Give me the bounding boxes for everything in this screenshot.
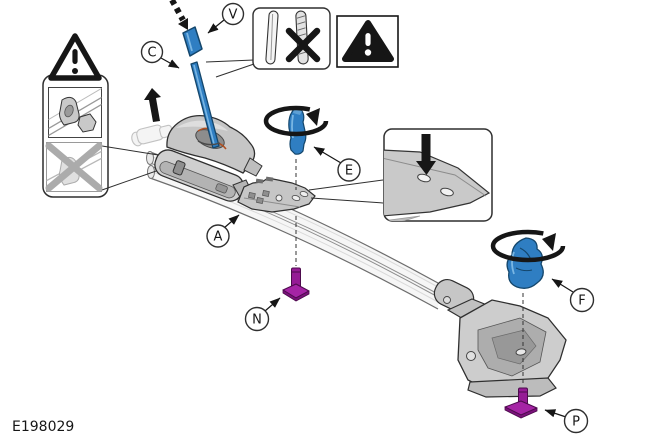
callout-p: P (544, 408, 589, 434)
up-arrow-icon (144, 88, 161, 122)
callout-n-label: N (252, 313, 262, 328)
correct-fit-inset (48, 87, 102, 138)
cap-part-v (182, 26, 203, 57)
adapter-plate-a (237, 176, 316, 213)
cross-x-icon (285, 27, 321, 63)
callout-a-label: A (214, 230, 223, 245)
rod-comparison-inset (205, 7, 331, 78)
e-location-inset (383, 128, 493, 222)
callout-wedge-line (205, 59, 255, 63)
callout-e-label: E (345, 164, 353, 179)
warning-triangle-icon (48, 33, 102, 81)
lever-part-c (190, 61, 221, 149)
callout-v: V (207, 2, 245, 34)
warning-callout-box (42, 33, 180, 198)
bolt-part-p (504, 387, 538, 419)
cross-x-icon (45, 142, 103, 192)
knob-part-e (288, 108, 307, 155)
callout-c-label: C (147, 46, 156, 61)
insert-dashed-arrow-icon (169, 0, 188, 30)
callout-a: A (206, 214, 240, 248)
callout-f-label: F (578, 294, 585, 309)
callout-wedge-line (308, 179, 384, 191)
foot-assembly (433, 278, 567, 398)
clamp-side-wedge (243, 157, 263, 177)
callout-n: N (244, 297, 281, 332)
wrong-fit-inset (45, 142, 103, 192)
bolt-hole (515, 348, 527, 356)
warning-square (336, 15, 399, 68)
down-arrow-icon (416, 134, 436, 175)
bolt-part-n (282, 267, 310, 302)
callout-wedge-line (310, 197, 384, 204)
callout-f: F (551, 278, 595, 313)
callout-e: E (313, 146, 361, 182)
knob-part-f (506, 237, 544, 289)
callout-p-label: P (572, 415, 580, 430)
rail-end-cap (146, 151, 154, 165)
figure-code: E198029 (12, 419, 74, 435)
clamp-base-bar (154, 149, 245, 202)
callout-v-label: V (229, 8, 238, 23)
rotation-arrow-icon (490, 229, 566, 263)
rotation-arrow-icon (263, 105, 329, 137)
clamp-pad-detail (77, 113, 97, 133)
callout-c: C (140, 40, 180, 69)
smooth-rod-detail (265, 10, 279, 65)
warning-triangle-filled-icon (342, 20, 394, 62)
callout-wedge-line (215, 63, 255, 78)
